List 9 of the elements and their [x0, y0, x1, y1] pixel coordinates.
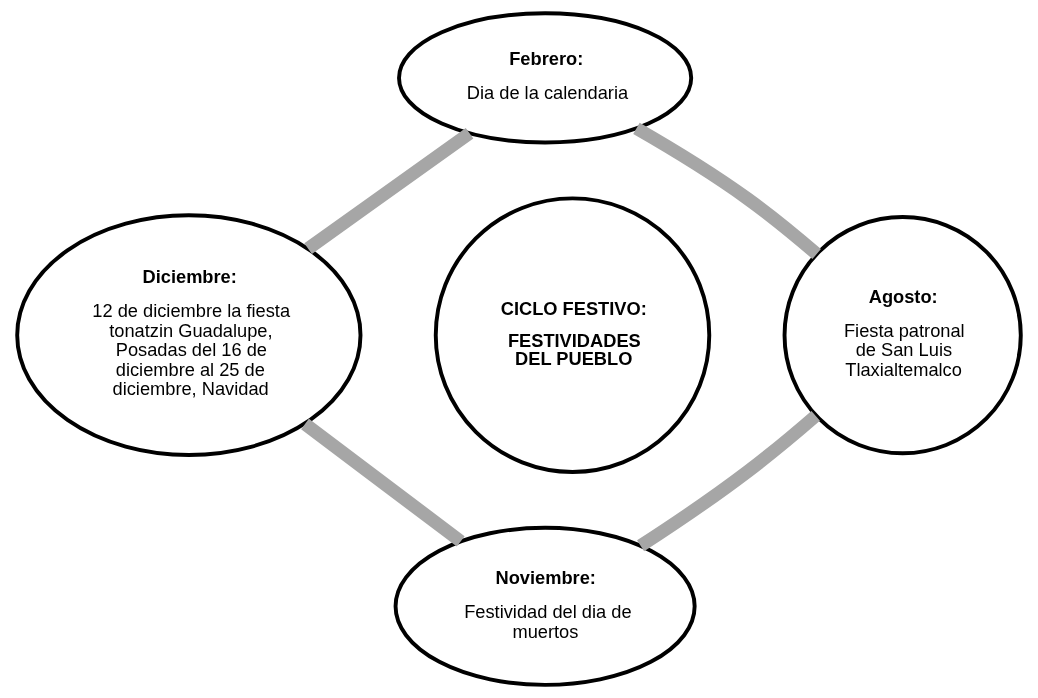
node-ellipse: Febrero: Dia de la calendaria [397, 11, 694, 145]
connector [304, 127, 474, 254]
connector [301, 418, 465, 547]
connector [633, 122, 821, 259]
node-ellipse: Noviembre: Festividad del dia de muertos [393, 525, 697, 687]
node-circle: Agosto: Fiesta patronal de San Luis Tlaxialtemalco [782, 215, 1023, 456]
node-ellipse: Diciembre: 12 de diciembre la fiesta tonatzin Guadalupe, Posadas del 16 de diciembre al 25 de diciembre, Navidad [15, 213, 363, 457]
node-circle: CICLO FESTIVO: FESTIVIDADES DEL PUEBLO [433, 196, 712, 474]
connector [637, 410, 820, 552]
